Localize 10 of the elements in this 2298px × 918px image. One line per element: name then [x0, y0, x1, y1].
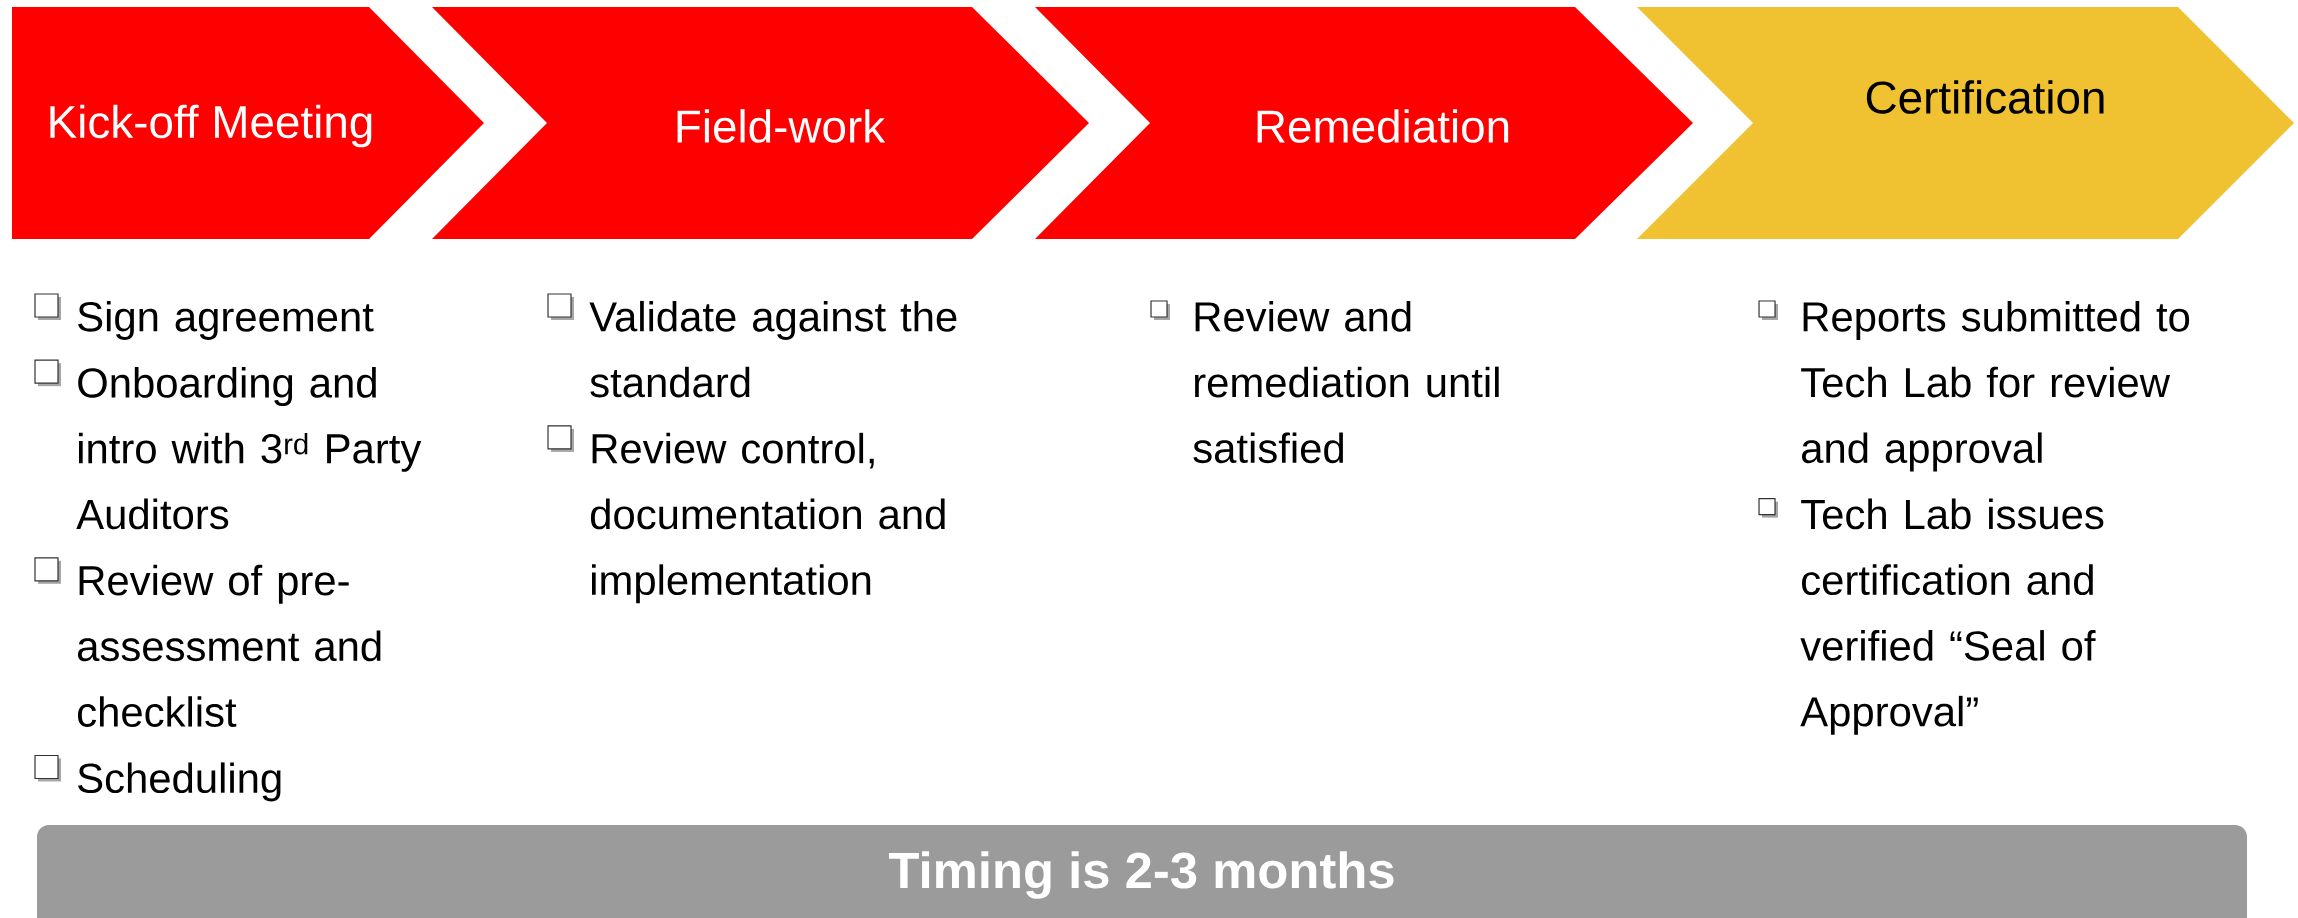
bullet-text: Scheduling: [78, 762, 281, 802]
bullet-text: Review control, documentation and implementation: [590, 432, 945, 604]
bullet-text: Review of pre-assessment and checklist: [78, 564, 381, 727]
bullet-text: Reports submitted to Tech Lab for review and approval: [1801, 300, 2190, 472]
bullet-text: Review and remediation until satisfied: [1193, 300, 1499, 464]
bullet-text: Sign agreement: [78, 300, 374, 340]
bullet-text: Validate against the standard: [589, 300, 957, 398]
bullet-text: Onboarding and intro with 3$^{rd}$ Party Auditors: [76, 367, 422, 530]
timeline-bar: Timing is 2-3 months: [37, 825, 2248, 918]
bullet-text: Tech Lab issues certification and verified “Seal of Approval”: [1800, 498, 2104, 735]
